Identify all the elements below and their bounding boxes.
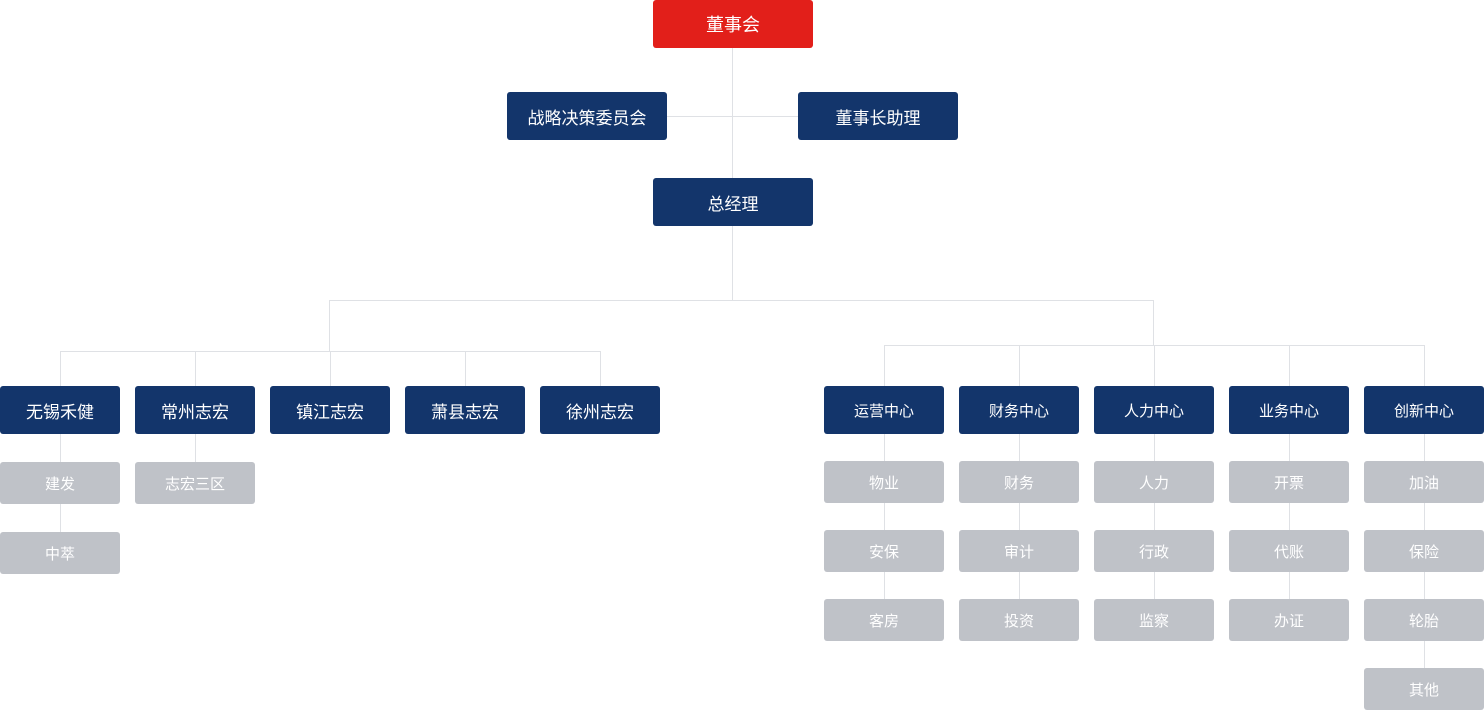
- subsidiary-unit-node: 中萃: [0, 532, 120, 574]
- center-node: 人力中心: [1094, 386, 1214, 434]
- connector-line: [195, 434, 196, 462]
- center-node: 创新中心: [1364, 386, 1484, 434]
- connector-line: [60, 351, 61, 386]
- subsidiary-node: 镇江志宏: [270, 386, 390, 434]
- general-manager-node: 总经理: [653, 178, 813, 226]
- connector-line: [884, 345, 885, 386]
- department-node: 保险: [1364, 530, 1484, 572]
- connector-line: [330, 351, 331, 386]
- department-node: 加油: [1364, 461, 1484, 503]
- subsidiary-unit-node: 建发: [0, 462, 120, 504]
- connector-line: [1424, 345, 1425, 386]
- department-node: 行政: [1094, 530, 1214, 572]
- department-node: 其他: [1364, 668, 1484, 710]
- department-node: 客房: [824, 599, 944, 641]
- department-node: 物业: [824, 461, 944, 503]
- department-node: 投资: [959, 599, 1079, 641]
- department-node: 开票: [1229, 461, 1349, 503]
- connector-line: [1153, 300, 1154, 346]
- center-node: 业务中心: [1229, 386, 1349, 434]
- connector-line: [329, 300, 330, 352]
- department-node: 代账: [1229, 530, 1349, 572]
- connector-line: [600, 351, 601, 386]
- connector-line: [1289, 434, 1290, 599]
- subsidiary-node: 徐州志宏: [540, 386, 660, 434]
- chairman-assistant-node: 董事长助理: [798, 92, 958, 140]
- subsidiary-unit-node: 志宏三区: [135, 462, 255, 504]
- board-node: 董事会: [653, 0, 813, 48]
- center-node: 财务中心: [959, 386, 1079, 434]
- strategy-committee-node: 战略决策委员会: [507, 92, 667, 140]
- department-node: 审计: [959, 530, 1079, 572]
- department-node: 办证: [1229, 599, 1349, 641]
- connector-line: [884, 434, 885, 599]
- subsidiary-node: 萧县志宏: [405, 386, 525, 434]
- connector-line: [1154, 345, 1155, 386]
- connector-line: [1289, 345, 1290, 386]
- department-node: 人力: [1094, 461, 1214, 503]
- subsidiary-node: 常州志宏: [135, 386, 255, 434]
- connector-line: [465, 351, 466, 386]
- connector-line: [1154, 434, 1155, 599]
- connector-line: [732, 48, 733, 300]
- connector-line: [1019, 434, 1020, 599]
- department-node: 轮胎: [1364, 599, 1484, 641]
- connector-line: [195, 351, 196, 386]
- connector-line: [329, 300, 1154, 301]
- department-node: 财务: [959, 461, 1079, 503]
- subsidiary-node: 无锡禾健: [0, 386, 120, 434]
- connector-line: [1019, 345, 1020, 386]
- department-node: 安保: [824, 530, 944, 572]
- center-node: 运营中心: [824, 386, 944, 434]
- department-node: 监察: [1094, 599, 1214, 641]
- connector-line: [667, 116, 798, 117]
